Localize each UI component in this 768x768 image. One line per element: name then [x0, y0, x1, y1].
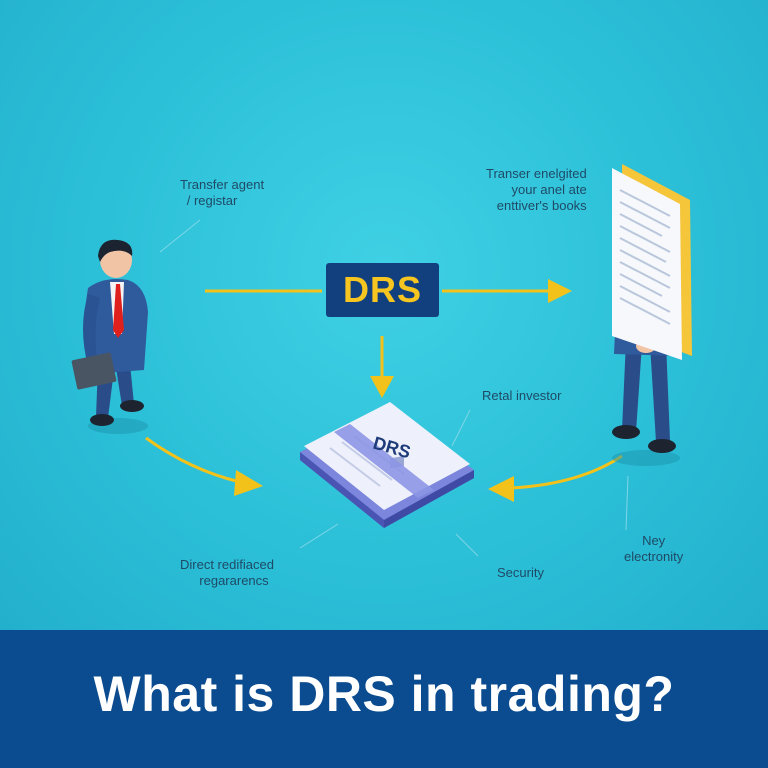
certificate-stack-icon: DRS — [300, 402, 474, 528]
arrowhead-down — [370, 376, 394, 398]
diagram-canvas: DRS DRS Transfer agent / registar Transe… — [71, 164, 692, 588]
label-retail-investor: Retal investor — [482, 388, 562, 403]
banner-title: What is DRS in trading? — [93, 666, 675, 722]
label-transfer-books: Transer enelgited your anel ate enttiver… — [486, 166, 587, 213]
label-security: Security — [497, 565, 544, 580]
label-ney-electronity: Ney electronity — [624, 533, 684, 564]
label-direct-registration: Direct redifiaced regararencs — [180, 557, 274, 588]
arrow-left-curve — [145, 436, 241, 484]
drs-label: DRS — [342, 269, 422, 310]
person-holding-document-icon — [612, 164, 692, 466]
arrowhead-right-curve — [488, 476, 514, 502]
arrows-layer — [145, 219, 629, 557]
label-transfer-agent: Transfer agent / registar — [180, 177, 265, 208]
drs-box: DRS — [326, 263, 439, 317]
arrowhead-left-curve — [234, 470, 263, 496]
arrowhead-right — [548, 279, 572, 303]
title-banner: What is DRS in trading? — [0, 630, 768, 768]
arrow-right-curve — [511, 454, 623, 490]
businessman-with-laptop-icon — [71, 239, 148, 434]
